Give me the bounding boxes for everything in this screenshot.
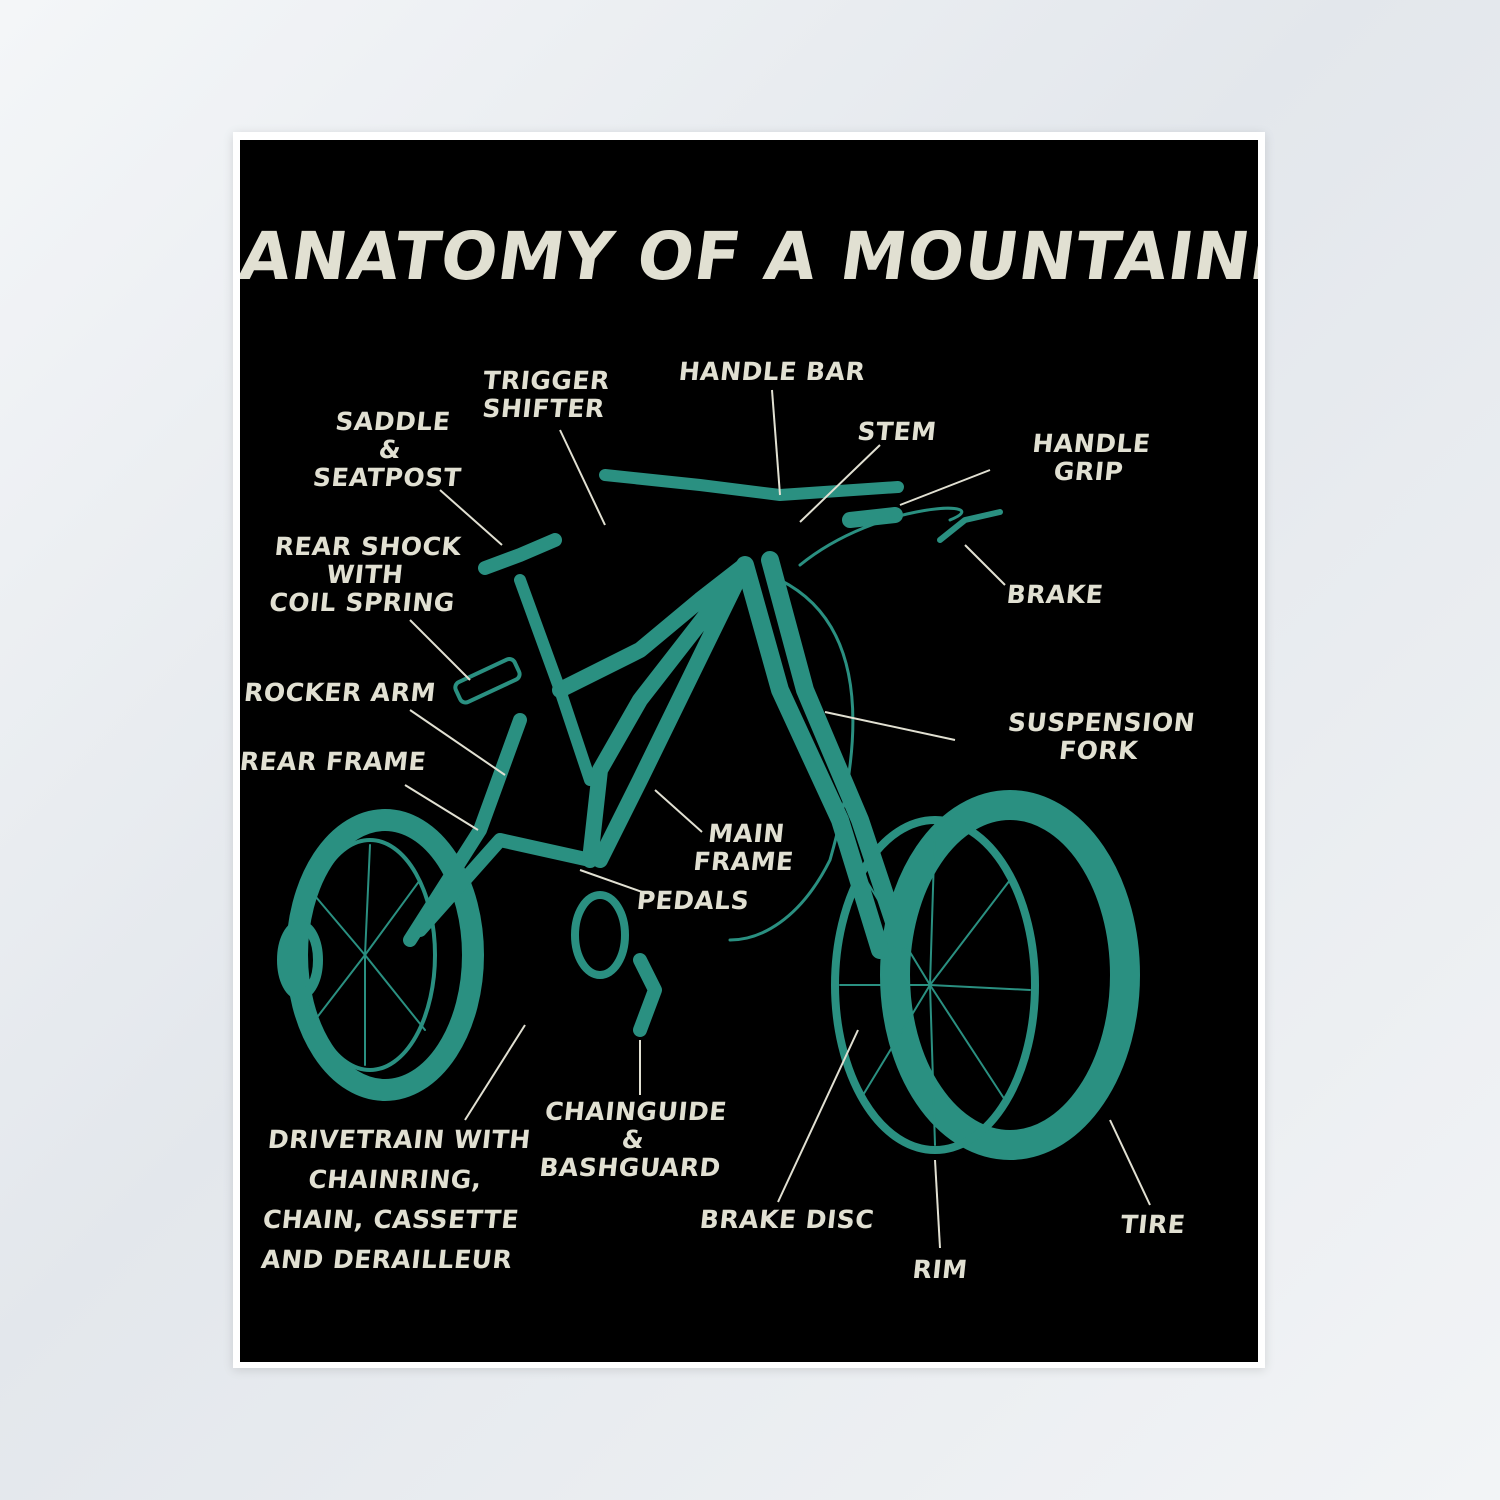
label-suspension-fork: SUSPENSION FORK [1006,708,1197,765]
poster-canvas: ANATOMY OF A MOUNTAINBIKE TRIGGER SHIFTE… [240,140,1258,1362]
cassette [277,920,323,1000]
label-saddle-seatpost: SADDLE & SEATPOST [311,407,463,492]
main-frame [552,557,753,868]
label-pedals: PEDALS [635,886,751,915]
label-chainguide: CHAINGUIDE & BASHGUARD [537,1097,729,1182]
label-rear-frame: REAR FRAME [240,747,428,776]
fork [736,551,909,959]
label-rocker-arm: ROCKER ARM [242,678,438,707]
saddle [478,533,562,575]
grip [842,507,903,528]
seat-tube [514,574,596,786]
chainguide [633,953,662,1037]
poster-title: ANATOMY OF A MOUNTAINBIKE [240,218,1258,295]
label-rear-shock: REAR SHOCK WITH COIL SPRING [267,532,463,617]
poster-frame: ANATOMY OF A MOUNTAINBIKE TRIGGER SHIFTE… [233,132,1265,1368]
front-tire [880,790,1140,1160]
label-trigger-shifter: TRIGGER SHIFTER [480,366,612,423]
label-main-frame: MAIN FRAME [691,819,796,876]
rear-frame [403,713,597,947]
handlebar [599,469,904,501]
rear-tire [286,809,484,1101]
label-stem: STEM [856,417,939,446]
label-tire: TIRE [1119,1210,1187,1239]
chainring [571,891,629,979]
cable [728,506,964,942]
bike-illustration [277,389,1151,1249]
label-drivetrain: DRIVETRAIN WITH CHAINRING, CHAIN, CASSET… [259,1125,533,1274]
coil-spring [453,657,522,705]
brake-lever [937,509,1003,543]
rear-spokes [309,844,426,1066]
label-brake: BRAKE [1005,580,1105,609]
label-handle-grip: HANDLE GRIP [1031,429,1153,486]
front-rim [831,816,1039,1154]
label-brake-disc: BRAKE DISC [698,1205,876,1234]
rear-rim [303,838,437,1072]
label-handle-bar: HANDLE BAR [677,357,867,386]
leader-lines [404,389,1151,1249]
label-rim: RIM [911,1255,970,1284]
